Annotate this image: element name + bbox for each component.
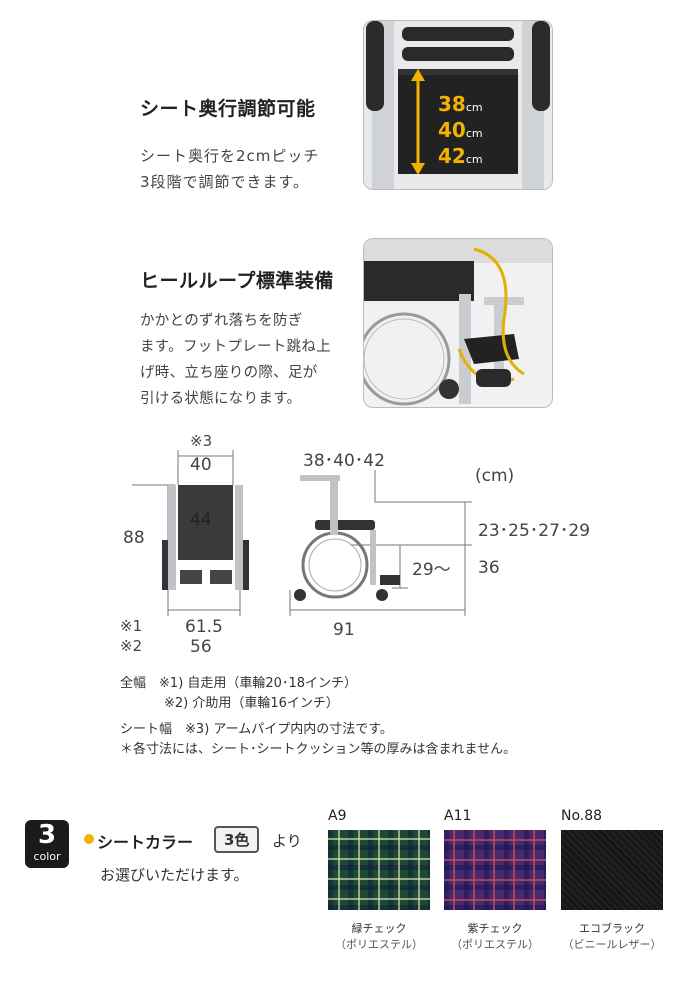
depth-40: 40cm (438, 118, 483, 142)
feature2-title: ヒールループ標準装備 (140, 270, 334, 292)
front-width-note: ※3 (190, 432, 213, 450)
swatch-name-a9: 緑チェック (351, 922, 407, 935)
bullet-dot-icon (84, 834, 94, 844)
heel-loop-photo (363, 238, 553, 408)
swatch-code-a9: A9 (328, 808, 347, 824)
swatch-code-no88: No.88 (561, 808, 603, 824)
swatch-material-a11: （ポリエステル） (451, 938, 539, 951)
note-line-3: シート幅 ※3) アームパイプ内内の寸法です。 (120, 722, 393, 737)
note-line-1: 全幅 ※1) 自走用（車輪20･18インチ） (120, 676, 357, 691)
seat-depth-front-value: 44 (190, 510, 212, 530)
swatch-eco-black[interactable] (561, 830, 663, 910)
feature1-body: シート奥行を2cmピッチ 3段階で調節できます。 (140, 147, 320, 191)
swatch-material-a9: （ポリエステル） (335, 938, 423, 951)
side-view-chair (294, 475, 400, 601)
swatch-name-a11: 紫チェック (467, 922, 523, 935)
arm-height-value: 23･25･27･29 (478, 521, 591, 541)
color-count-box: 3色 (214, 826, 260, 853)
color-heading-line2: お選びいただけます。 (100, 866, 249, 884)
depth-labels: 38cm 40cm 42cm (438, 93, 483, 171)
dimension-diagram (132, 450, 472, 616)
total-height-value: 88 (123, 528, 145, 548)
seat-depth-illustration (364, 21, 552, 189)
seat-width-value: 40 (190, 455, 212, 475)
note-line-4: ＊各寸法には、シート･シートクッション等の厚みは含まれません。 (120, 742, 517, 757)
unit-label: (cm) (475, 466, 515, 486)
depth-38: 38cm (438, 92, 483, 116)
seat-height-value: 36 (478, 558, 500, 578)
footrest-height-value: 29〜 (412, 560, 451, 580)
total-length-value: 91 (333, 620, 355, 640)
seat-depth-side-value: 38･40･42 (303, 451, 385, 471)
swatch-material-no88: （ビニールレザー） (562, 938, 662, 951)
color-heading-suffix: より (272, 832, 302, 850)
width1-value: 61.5 (185, 617, 223, 637)
width2-mark: ※2 (120, 637, 143, 655)
seat-color-heading: シートカラー (97, 833, 194, 852)
color-count-badge: 3 color (25, 820, 69, 868)
swatch-name-no88: エコブラック (579, 922, 645, 935)
depth-42: 42cm (438, 144, 483, 168)
swatch-code-a11: A11 (444, 808, 472, 824)
width1-mark: ※1 (120, 617, 143, 635)
note-line-2: ※2) 介助用（車輪16インチ） (164, 696, 339, 711)
swatch-purple-check[interactable] (444, 830, 546, 910)
seat-depth-photo: 38cm 40cm 42cm (363, 20, 553, 190)
heel-loop-illustration (364, 239, 552, 407)
swatch-green-check[interactable] (328, 830, 430, 910)
width2-value: 56 (190, 637, 212, 657)
feature2-body: かかとのずれ落ちを防ぎ ます。フットプレート跳ね上 げ時、立ち座りの際、足が 引… (140, 313, 331, 407)
front-view-chair (162, 485, 249, 590)
feature1-title: シート奥行調節可能 (140, 98, 316, 120)
